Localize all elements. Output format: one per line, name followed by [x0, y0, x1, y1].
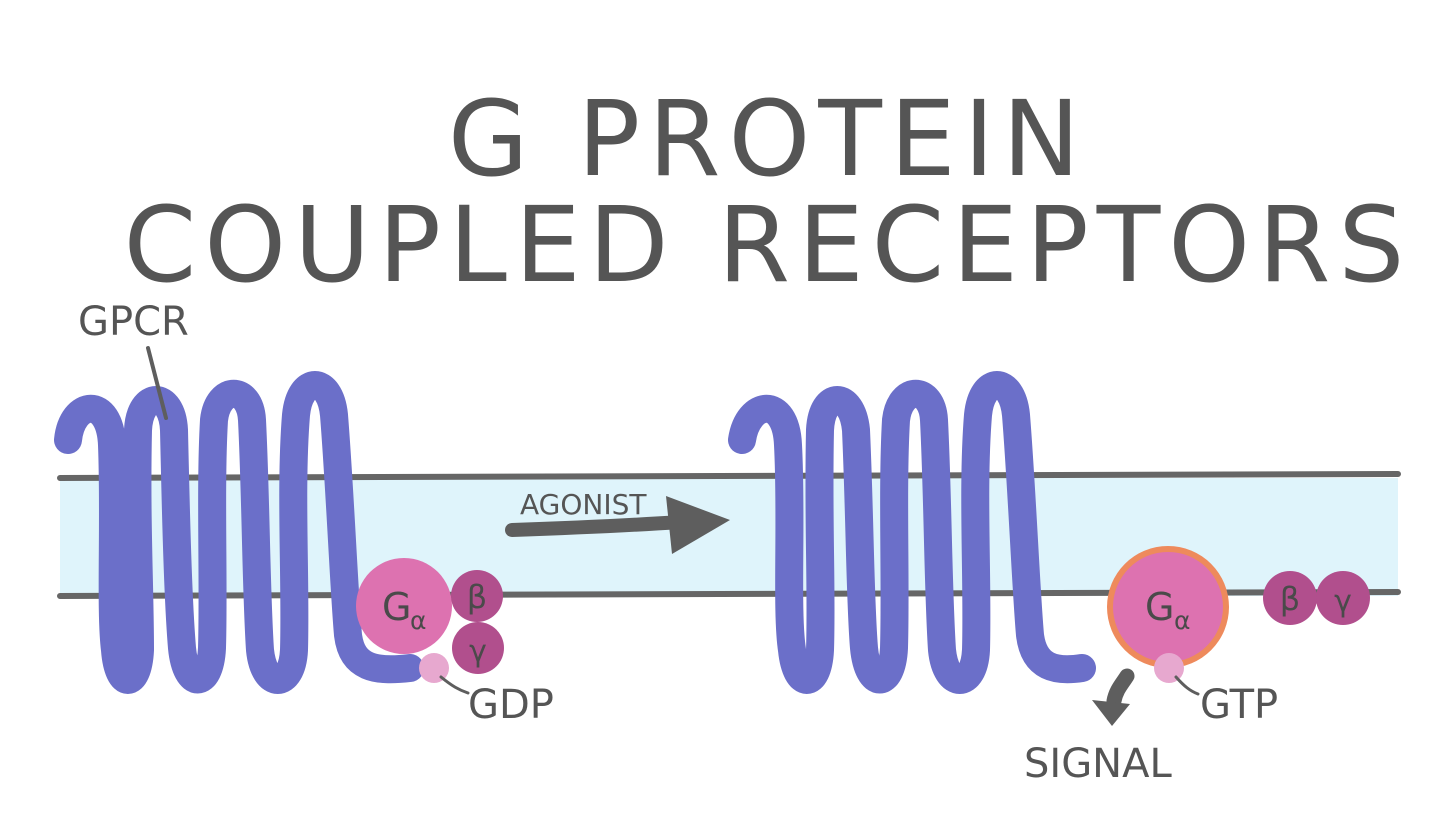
g-alpha-active-subscript: α	[1174, 606, 1190, 635]
gamma-label: γ	[469, 634, 487, 669]
g-protein-inactive: G α β γ	[356, 558, 504, 683]
signal-label: SIGNAL	[1024, 741, 1172, 787]
agonist-label: AGONIST	[520, 488, 647, 521]
gtp-molecule	[1154, 653, 1184, 683]
gpcr-label: GPCR	[78, 299, 189, 345]
gdp-label: GDP	[468, 682, 554, 728]
g-alpha-subunit	[356, 558, 452, 654]
title-line-2: COUPLED RECEPTORS	[124, 184, 1413, 306]
signal-arrow-body	[1106, 668, 1135, 709]
gpcr-leader-line	[146, 346, 168, 420]
gdp-leader-line	[439, 675, 470, 695]
gdp-molecule	[419, 653, 449, 683]
signal-arrow-head	[1092, 700, 1130, 726]
gpcr-receptor-inactive	[54, 371, 424, 694]
g-alpha-subunit-active	[1113, 552, 1223, 662]
agonist-arrow-head	[666, 496, 730, 554]
gamma-subunit	[452, 622, 504, 674]
agonist-arrow: AGONIST	[505, 488, 730, 554]
beta-label: β	[467, 578, 487, 616]
g-alpha-label-subscript: α	[410, 606, 426, 635]
gtp-label: GTP	[1200, 682, 1278, 728]
beta-gamma-dimer: β γ	[1263, 571, 1370, 625]
g-alpha-label: G	[382, 585, 411, 629]
title-line-1: G PROTEIN	[448, 78, 1088, 200]
agonist-arrow-shaft	[505, 515, 687, 537]
gtp-leader-line	[1174, 675, 1200, 696]
g-protein-active: G α	[1107, 546, 1229, 683]
gamma-released-label: γ	[1334, 584, 1352, 619]
gpcr-receptor-active	[728, 371, 1096, 694]
signal-arrow	[1092, 668, 1135, 726]
beta-subunit-released	[1263, 571, 1317, 625]
gamma-subunit-released	[1316, 571, 1370, 625]
beta-released-label: β	[1280, 580, 1300, 618]
beta-subunit	[451, 570, 503, 622]
g-alpha-active-label: G	[1145, 585, 1174, 629]
